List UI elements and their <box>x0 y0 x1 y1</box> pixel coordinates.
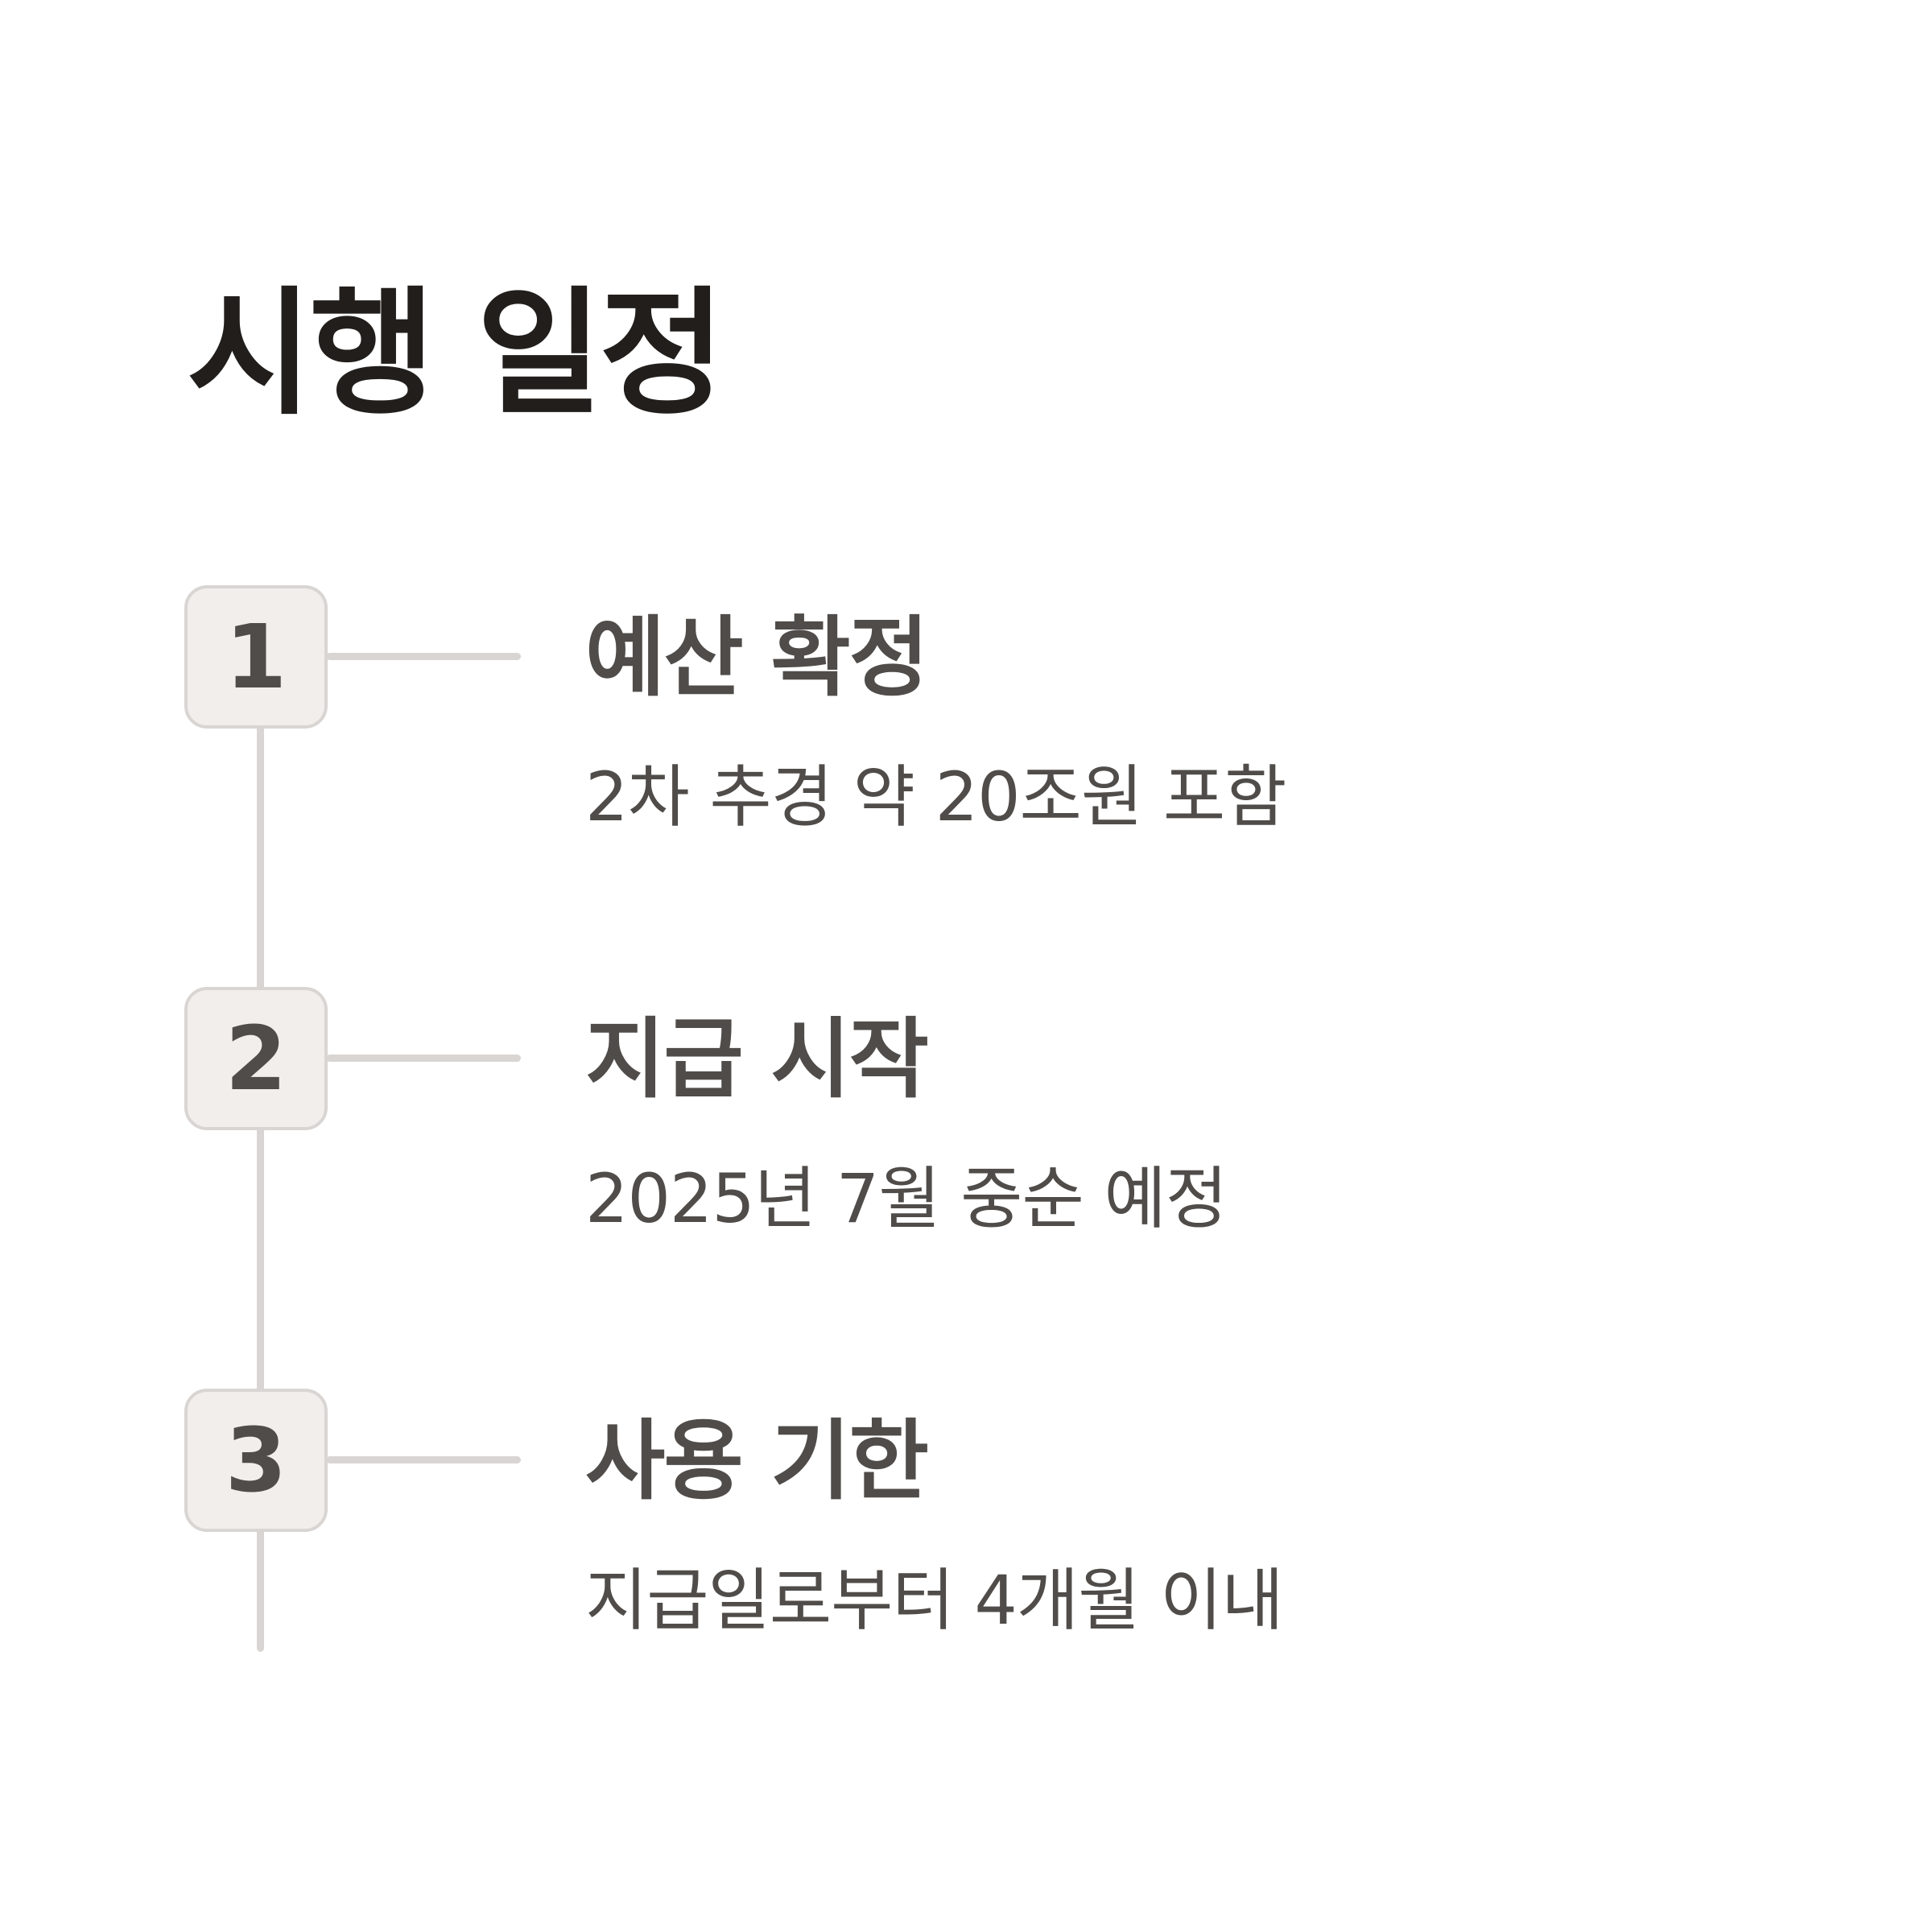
timeline-line <box>257 692 264 1652</box>
step-2-number: 2 <box>225 1007 287 1110</box>
step-2-title: 지급 시작 <box>585 1009 929 1110</box>
step-1-connector <box>326 653 521 660</box>
step-2-description: 2025년 7월 중순 예정 <box>585 1159 1228 1238</box>
step-1-badge: 1 <box>184 585 328 729</box>
step-3-description: 지급일로부터 4개월 이내 <box>585 1561 1284 1640</box>
step-1-description: 2차 추경 약 20조원 포함 <box>585 758 1286 836</box>
step-1-number: 1 <box>225 605 287 708</box>
step-1-title: 예산 확정 <box>585 608 929 708</box>
step-3-connector <box>326 1456 521 1463</box>
step-2-badge: 2 <box>184 987 328 1130</box>
step-3-number: 3 <box>225 1409 287 1512</box>
step-3-title: 사용 기한 <box>585 1411 929 1512</box>
step-2-connector <box>326 1055 521 1062</box>
step-3-badge: 3 <box>184 1389 328 1532</box>
page-title: 시행 일정 <box>187 275 725 434</box>
